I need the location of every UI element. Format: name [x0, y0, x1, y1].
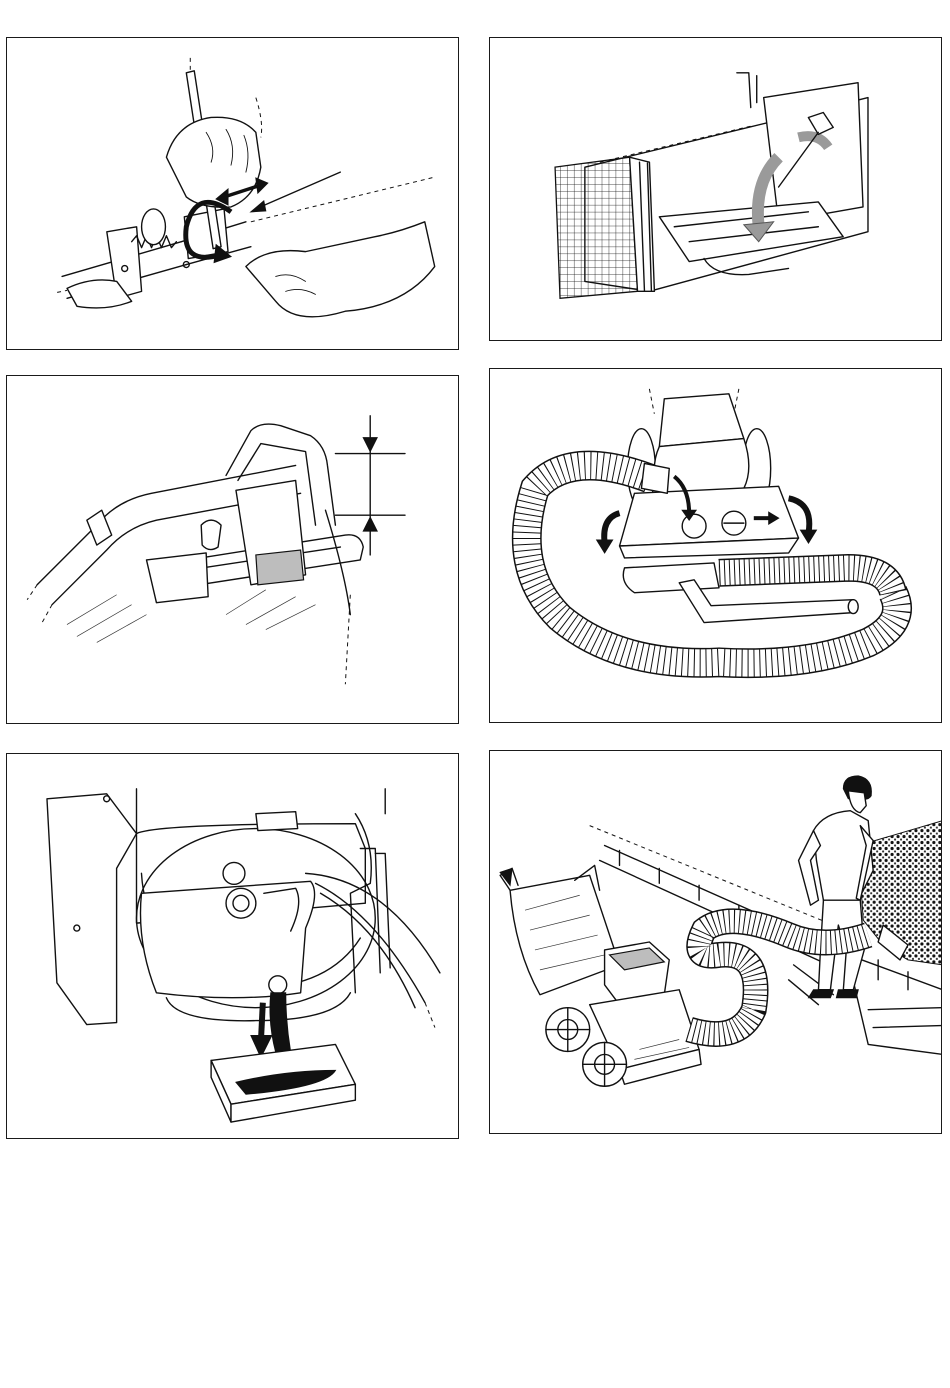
- hand-adjusting-cable-lever-icon: [7, 38, 458, 349]
- illustration-panel-air-filter: [489, 37, 942, 341]
- handle-height-measurement-icon: [7, 376, 458, 723]
- illustration-panel-oil-drain: [6, 753, 459, 1139]
- illustration-panel-operator-hose: [489, 750, 942, 1134]
- operator-using-hose-icon: [490, 751, 941, 1133]
- illustration-panel-handle-height: [6, 375, 459, 724]
- oil-draining-icon: [7, 754, 458, 1138]
- hose-attachment-icon: [490, 369, 941, 722]
- illustration-panel-cable-adjustment: [6, 37, 459, 350]
- air-filter-cleaning-icon: [490, 38, 941, 340]
- illustration-panel-hose-attachment: [489, 368, 942, 723]
